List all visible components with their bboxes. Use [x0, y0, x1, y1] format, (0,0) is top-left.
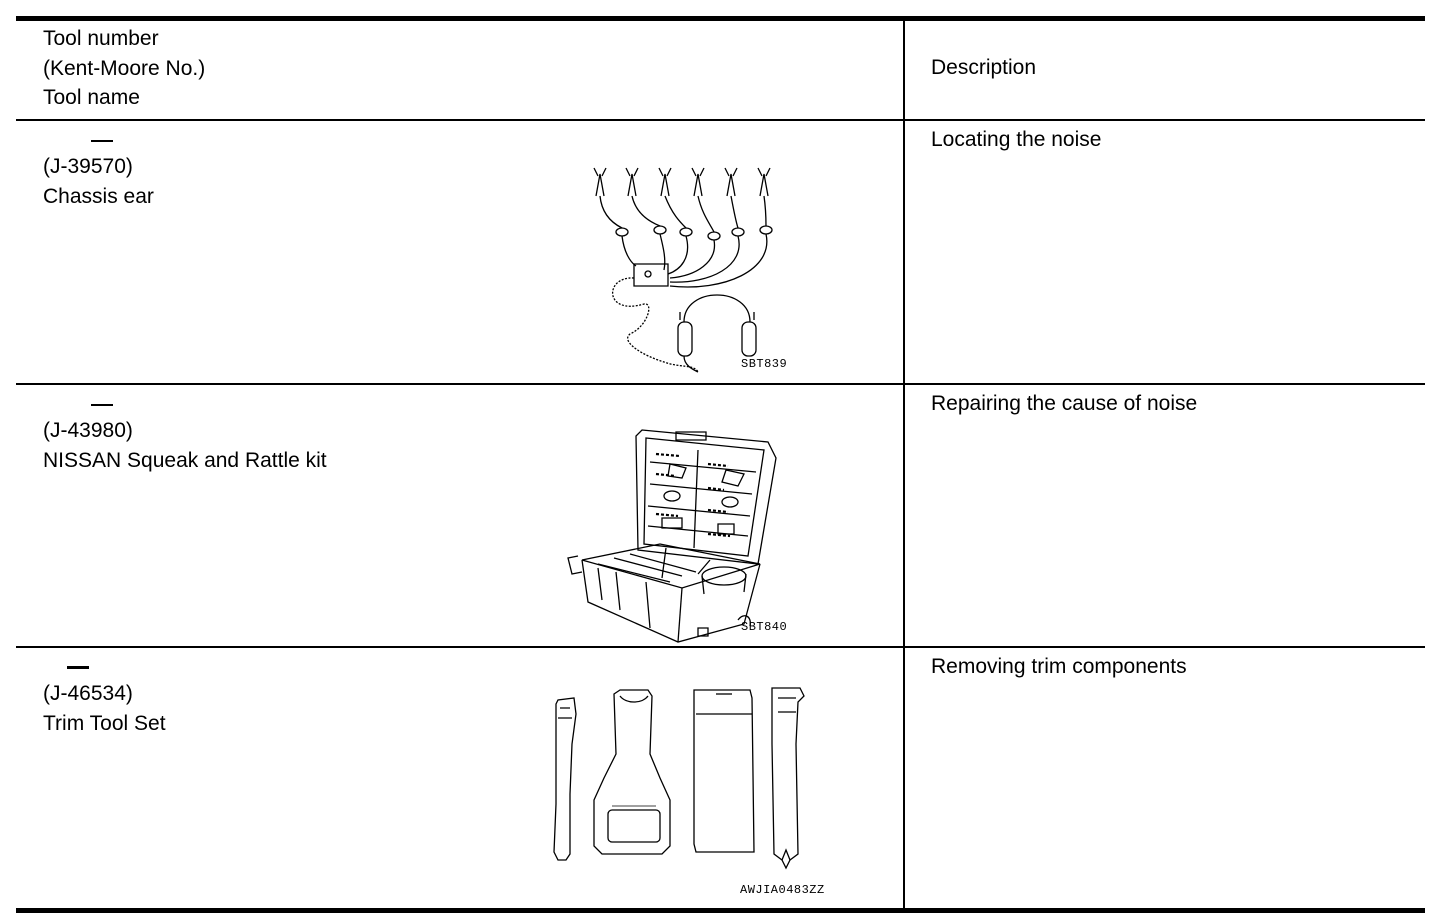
row-2-tool-cell: (J-43980) NISSAN Squeak and Rattle kit [43, 416, 327, 475]
tool-name: Chassis ear [43, 184, 154, 208]
row-divider [16, 383, 1425, 385]
tool-number-placeholder-dash [91, 140, 113, 142]
column-divider [903, 19, 905, 910]
chassis-ear-illustration-icon [584, 166, 814, 376]
kent-moore-number: (J-46534) [43, 682, 133, 705]
header-tool-name: Tool name [43, 86, 140, 109]
kent-moore-number: (J-43980) [43, 419, 133, 442]
figure-code-caption: SBT840 [741, 620, 788, 634]
table-top-border [16, 16, 1425, 21]
header-kent-moore-no: (Kent-Moore No.) [43, 56, 206, 80]
figure-code-caption: SBT839 [741, 357, 788, 371]
header-tool-number: Tool number [43, 27, 159, 50]
special-service-tools-table: Tool number (Kent-Moore No.) Tool name D… [16, 16, 1425, 913]
tool-number-placeholder-dash [91, 404, 113, 406]
row-1-tool-cell: (J-39570) Chassis ear [43, 152, 154, 211]
kent-moore-number: (J-39570) [43, 155, 133, 178]
row-3-tool-cell: (J-46534) Trim Tool Set [43, 679, 166, 738]
trim-tool-set-illustration-icon [546, 684, 826, 884]
figure-code-caption: AWJIA0483ZZ [740, 883, 825, 897]
tool-name: Trim Tool Set [43, 711, 166, 735]
table-bottom-border [16, 908, 1425, 913]
header-description: Description [931, 56, 1037, 79]
row-1-description: Locating the noise [931, 128, 1102, 151]
row-divider [16, 646, 1425, 648]
header-tool-column: Tool number (Kent-Moore No.) Tool name [43, 24, 205, 113]
row-2-description: Repairing the cause of noise [931, 392, 1198, 415]
header-divider [16, 119, 1425, 121]
clip-icon [594, 168, 770, 196]
row-3-description: Removing trim components [931, 655, 1187, 678]
tool-number-placeholder-dash [67, 666, 89, 669]
squeak-rattle-kit-illustration-icon [558, 424, 788, 644]
tool-name: NISSAN Squeak and Rattle kit [43, 448, 327, 472]
